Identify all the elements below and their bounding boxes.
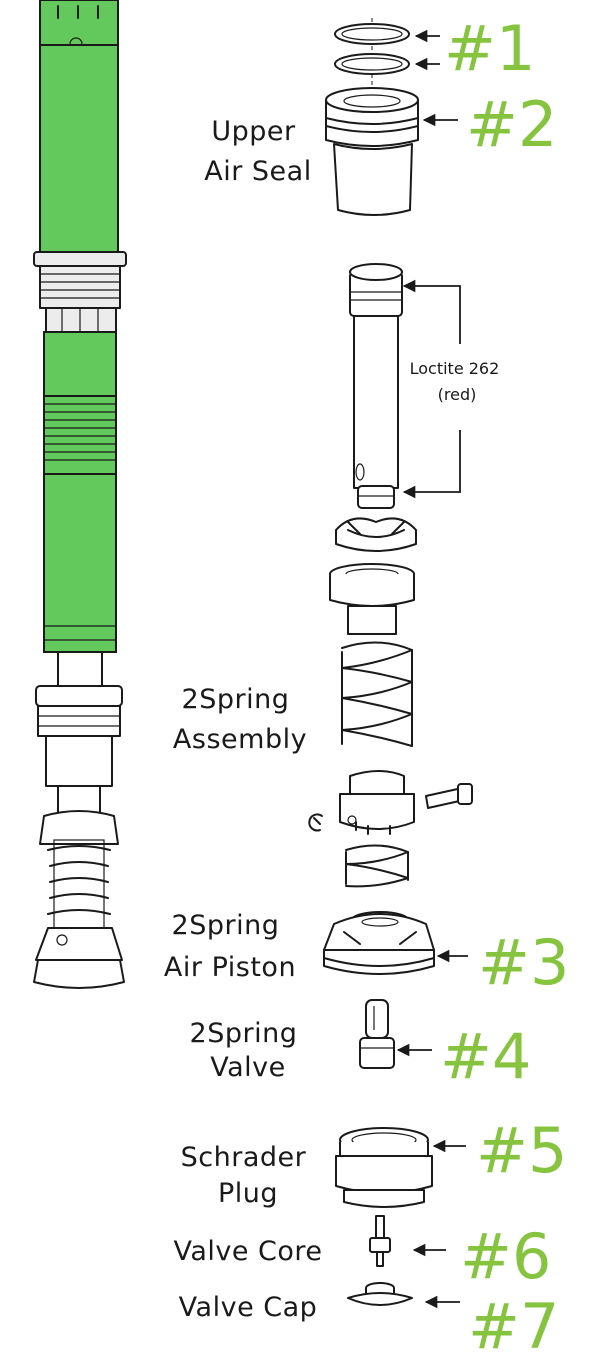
label-2spring-air-piston: 2Spring Air Piston bbox=[164, 910, 296, 983]
leader-arrows bbox=[396, 29, 468, 1309]
coil-spring-part bbox=[341, 641, 413, 747]
loctite-note: Loctite 262 (red) bbox=[410, 359, 505, 404]
spring-seat-part bbox=[329, 563, 415, 635]
callout-1: #1 bbox=[444, 12, 535, 85]
label-schrader-plug: Schrader Plug bbox=[181, 1142, 316, 1209]
top-out-bumper-part bbox=[335, 517, 417, 552]
schrader-plug-part bbox=[335, 1127, 433, 1208]
label-upper-air-seal: Upper Air Seal bbox=[204, 116, 311, 187]
upper-air-seal-part bbox=[325, 87, 419, 216]
assembled-fork-leg bbox=[33, 0, 127, 989]
air-piston-part bbox=[323, 911, 435, 975]
callout-5: #5 bbox=[476, 1114, 567, 1187]
label-valve-core: Valve Core bbox=[173, 1236, 322, 1267]
small-spring-part bbox=[345, 844, 409, 888]
valve-cap-part bbox=[347, 1282, 413, 1306]
valve-core-part bbox=[369, 1215, 391, 1267]
two-spring-valve-part bbox=[359, 999, 395, 1069]
callout-4: #4 bbox=[440, 1020, 531, 1093]
callout-2: #2 bbox=[466, 88, 557, 161]
air-shaft-part bbox=[349, 263, 403, 509]
label-2spring-assembly: 2Spring Assembly bbox=[173, 684, 307, 755]
label-valve-cap: Valve Cap bbox=[179, 1292, 318, 1323]
o-ring-pair bbox=[334, 23, 410, 75]
callout-7: #7 bbox=[468, 1290, 559, 1363]
callout-3: #3 bbox=[478, 926, 569, 999]
spring-collar-part bbox=[308, 770, 473, 835]
callout-6: #6 bbox=[460, 1220, 551, 1293]
label-2spring-valve: 2Spring Valve bbox=[190, 1018, 307, 1083]
